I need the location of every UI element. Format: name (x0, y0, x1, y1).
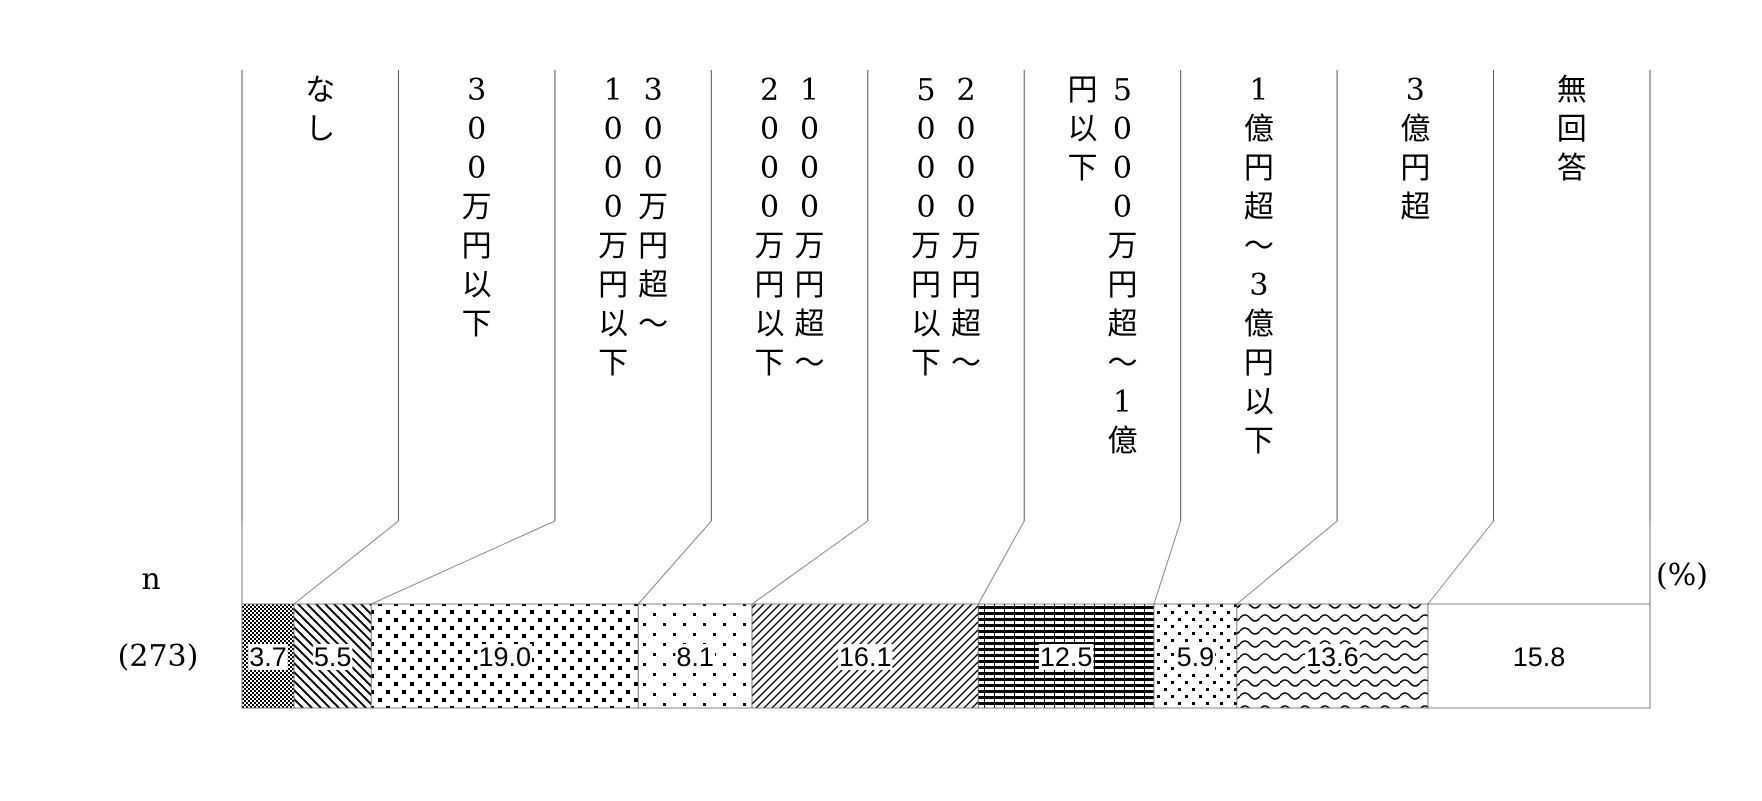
value-label-bg (1175, 644, 1216, 670)
leader-line (1427, 520, 1494, 605)
value-label: 12.5 (1040, 642, 1093, 672)
category-label: 無回答 (1557, 73, 1587, 186)
leader-line (371, 520, 556, 605)
value-label: 19.0 (478, 642, 531, 672)
value-label-bg (1305, 644, 1360, 670)
leader-line (293, 520, 399, 605)
category-label-line: 無回答 (1557, 73, 1587, 186)
value-label: 16.1 (839, 642, 892, 672)
value-label-bg (477, 644, 533, 670)
value-label-bg (675, 644, 715, 670)
leader-line (637, 520, 712, 605)
value-label: 8.1 (676, 642, 714, 672)
value-label-bg (1511, 644, 1567, 670)
bar-segments (241, 603, 1651, 709)
value-label: 5.9 (1177, 642, 1215, 672)
value-label: 13.6 (1306, 642, 1359, 672)
leader-line (977, 520, 1025, 605)
value-label-bg (312, 644, 353, 670)
label-frame (241, 70, 1651, 708)
unit-label: (%) (1656, 558, 1708, 593)
leader-line (1236, 520, 1338, 605)
value-label: 15.8 (1513, 642, 1566, 672)
value-label-bg (248, 644, 288, 670)
category-label-line: 円以下 (1067, 73, 1097, 186)
leader-lines (250, 520, 1494, 605)
category-label: なし (305, 73, 335, 147)
value-label: 5.5 (314, 642, 352, 672)
category-label-line: なし (305, 73, 335, 147)
value-label-bg (1038, 644, 1094, 670)
value-label: 3.7 (249, 642, 287, 672)
leader-line (250, 521, 297, 604)
value-label-bg (837, 644, 893, 670)
leader-line (1153, 520, 1182, 605)
n-header: n (141, 562, 160, 597)
leader-line (751, 520, 869, 605)
bar-segment (370, 603, 639, 709)
value-labels: 3.7 5.5 19.0 8.1 16.1 12.5 5.9 13.6 15.8 (248, 642, 1567, 672)
sample-size: (273) (118, 639, 199, 674)
